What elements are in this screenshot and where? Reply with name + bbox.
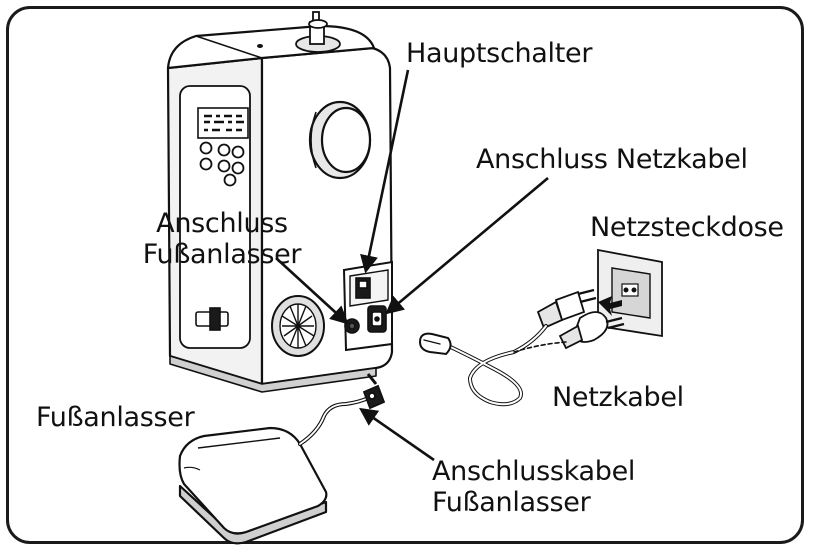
diagram-frame xyxy=(6,6,804,544)
label-anschluss-fussanlasser: Anschluss Fußanlasser xyxy=(122,208,322,270)
arrow-anschluss-fussanlasser xyxy=(275,257,349,325)
power-switch-icon xyxy=(355,277,371,299)
label-hauptschalter: Hauptschalter xyxy=(406,38,593,69)
label-fussanlasser: Fußanlasser xyxy=(36,402,195,433)
display-icon xyxy=(197,107,249,139)
foot-pedal-jack-icon xyxy=(344,318,360,334)
power-plug-icon xyxy=(536,288,625,350)
label-anschlusskabel-fussanlasser: Anschlusskabel Fußanlasser xyxy=(432,456,635,518)
plug-in-arrow-icon xyxy=(598,296,622,316)
vent-grille-icon xyxy=(271,295,325,357)
label-netzkabel: Netzkabel xyxy=(552,382,684,413)
foot-pedal-icon xyxy=(178,426,328,545)
label-anschluss-fussanlasser-line2: Fußanlasser xyxy=(142,239,302,270)
spool-pin-icon xyxy=(295,11,341,53)
pointer-arrows xyxy=(275,69,549,462)
handwheel-icon xyxy=(308,100,372,180)
machine-buttons-icon xyxy=(199,141,245,187)
foot-pedal-plug-icon xyxy=(362,373,386,410)
arrow-anschluss-netzkabel xyxy=(385,177,549,315)
label-anschlusskabel-line1: Anschlusskabel xyxy=(432,456,636,487)
arrow-anschlusskabel xyxy=(359,407,435,462)
power-cable-socket-icon xyxy=(367,305,387,333)
label-anschluss-fussanlasser-line1: Anschluss xyxy=(156,208,288,239)
label-anschluss-netzkabel: Anschluss Netzkabel xyxy=(476,144,748,175)
top-hole-icon xyxy=(257,44,263,48)
arrow-hauptschalter xyxy=(360,69,410,274)
foot-pedal-cable-icon xyxy=(298,396,370,446)
label-anschlusskabel-line2: Fußanlasser xyxy=(432,487,591,518)
speed-slider-icon xyxy=(195,307,229,331)
label-netzsteckdose: Netzsteckdose xyxy=(590,212,784,243)
power-cable-icon xyxy=(418,324,567,407)
